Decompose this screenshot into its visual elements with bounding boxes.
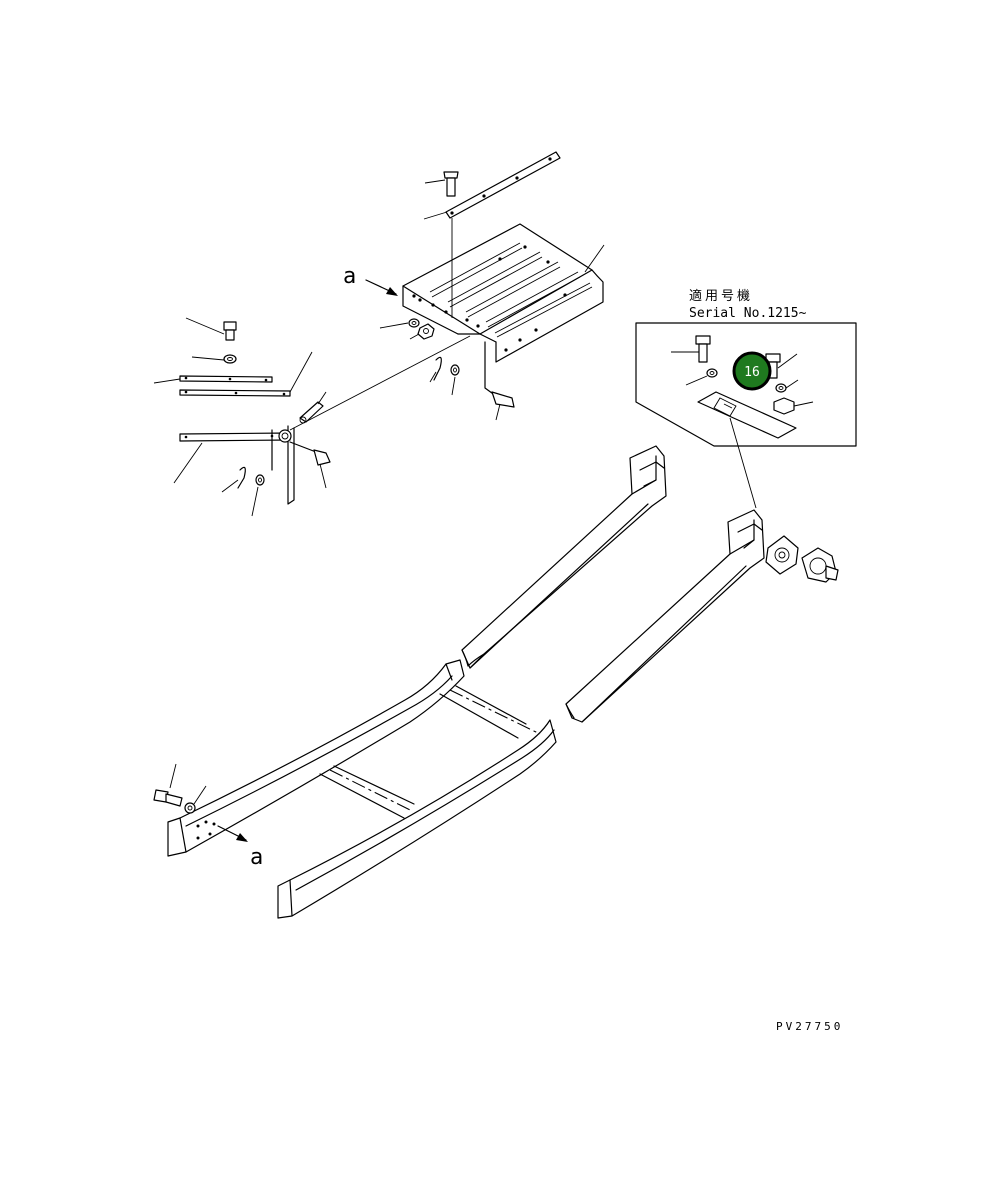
pin-icon [299, 391, 327, 424]
hinge-bracket [173, 425, 295, 505]
pin-axis-line [289, 335, 471, 431]
side-frame-lower [565, 509, 765, 723]
view-marker-top: a [343, 264, 398, 296]
cotter-pin-icon [221, 466, 246, 493]
view-marker-label: a [250, 845, 263, 870]
view-marker-bottom: a [217, 825, 263, 870]
drawing-code: PV27750 [776, 1020, 843, 1033]
side-frame-upper [461, 445, 667, 669]
nut-icon [409, 323, 435, 340]
callout-number: 16 [744, 365, 760, 380]
cotter-pin-icon [429, 356, 442, 383]
roller-hub [801, 547, 839, 583]
applicability-label: 適用号機 [689, 288, 753, 304]
washer-icon [191, 354, 237, 364]
callout-circle[interactable] [732, 351, 772, 391]
washer-icon [450, 364, 460, 396]
upper-strap [423, 151, 561, 318]
view-marker-label: a [343, 264, 356, 289]
shim-plate [153, 375, 273, 384]
serial-number-label: Serial No.1215~ [689, 306, 807, 321]
bolt-icon [185, 317, 237, 341]
shim-plate [179, 351, 313, 397]
inset-frame [635, 322, 857, 447]
bolt-icon [484, 341, 515, 421]
bolt-icon [153, 763, 183, 807]
washer-icon [184, 785, 207, 814]
roller-guard [765, 535, 799, 575]
bolt-icon [289, 441, 331, 489]
track-frame [167, 659, 557, 919]
washer-icon [379, 318, 420, 329]
serial-inset: 適用号機 Serial No.1215~ [635, 288, 857, 509]
bolt-icon [424, 171, 459, 197]
washer-icon [251, 474, 265, 517]
callout-16[interactable]: 16 [732, 351, 772, 391]
step-plate [402, 223, 605, 363]
